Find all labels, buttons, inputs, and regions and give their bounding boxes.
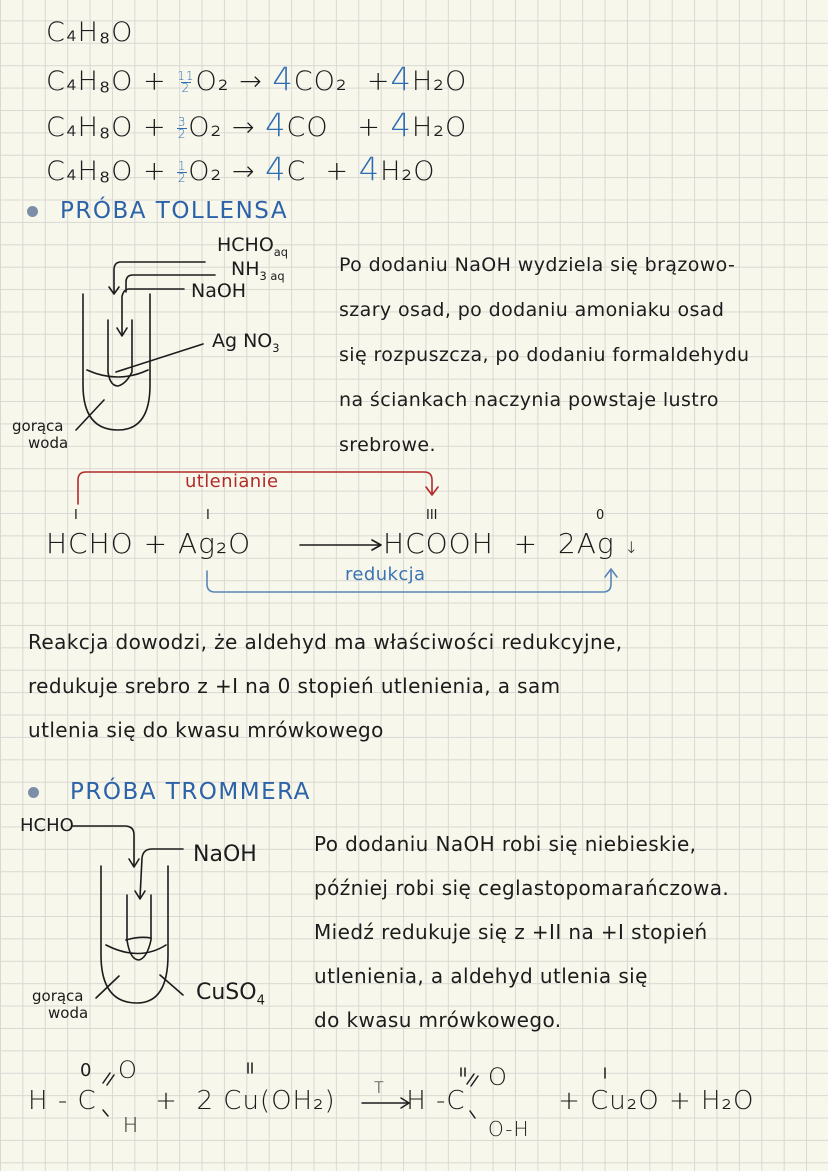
reactant-formaldehyde: HCHO (46, 527, 134, 560)
bullet-icon (28, 787, 39, 798)
acid-oxygen: O (488, 1063, 508, 1091)
oxidation-state: 0 (596, 508, 605, 523)
oxygen: O₂ → (188, 156, 256, 187)
text-line: redukuje srebro z +I na 0 stopień utleni… (28, 674, 561, 698)
tollens-description: Po dodaniu NaOH wydziela się brązowo- sz… (339, 243, 750, 468)
reactant-silver-oxide: Ag₂O (177, 527, 252, 560)
oxidation-label: utlenianie (185, 471, 279, 492)
tollens-conclusion: Reakcja dowodzi, że aldehyd ma właściwoś… (28, 620, 623, 752)
tollens-heading: PRÓBA TOLLENSA (60, 198, 289, 224)
reduction-label: redukcja (345, 564, 426, 585)
text-line: utlenia się do kwasu mrówkowego (28, 718, 384, 742)
aldehyde-oxygen: O (118, 1056, 138, 1084)
label-hcho: HCHO (20, 815, 74, 836)
product: C (286, 156, 307, 187)
copper-hydroxide: 2 Cu(OH₂) (196, 1086, 336, 1116)
plus: + (325, 156, 350, 187)
text-line: utlenienia, a aldehyd utlenia się (314, 964, 648, 988)
water: H₂O (411, 112, 468, 143)
text-line: Reakcja dowodzi, że aldehyd ma właściwoś… (28, 630, 623, 654)
acid-c: C (446, 1086, 466, 1116)
text-line: na ściankach naczynia powstaje lustro (339, 389, 719, 411)
aldehyde-h: H - (28, 1086, 69, 1116)
oxidation-state: III (426, 508, 438, 523)
label-nh3-aq: NH3 aq (231, 258, 285, 283)
acid-hydroxyl: O-H (488, 1117, 530, 1141)
oxygen: O₂ → (188, 112, 256, 143)
plus: + (357, 112, 381, 143)
product-coefficient: 4 (265, 106, 287, 144)
text-line: Miedź redukuje się z +II na +I stopień (314, 920, 708, 944)
formula-c4h8o: C₄H₈O (46, 17, 134, 48)
water: H₂O (701, 1086, 755, 1116)
text-line: Po dodaniu NaOH wydziela się brązowo- (339, 254, 736, 276)
text-line: srebrowe. (339, 434, 436, 456)
product-silver: 2Ag (557, 527, 615, 560)
water-coefficient: 4 (358, 150, 381, 188)
product-formic-acid: HCOOH (383, 527, 494, 560)
text-line: się rozpuszcza, po dodaniu formaldehydu (339, 344, 750, 366)
reactant: C₄H₈O + (46, 156, 167, 187)
product: CO (286, 112, 329, 143)
text-line: Po dodaniu NaOH robi się niebieskie, (314, 832, 697, 856)
reactant: C₄H₈O + (46, 112, 167, 143)
precipitate-arrow-icon: ↓ (624, 538, 639, 557)
label-agno3: Ag NO3 (212, 330, 280, 355)
tollens-reaction-equation: HCHO + Ag₂O HCOOH + 2Ag ↓ (46, 527, 639, 560)
plus: + (366, 66, 391, 97)
label-naoh: NaOH (193, 842, 257, 867)
water: H₂O (380, 156, 436, 187)
aldehyde-hydrogen: H (123, 1113, 140, 1137)
trommer-description: Po dodaniu NaOH robi się niebieskie, póź… (314, 822, 729, 1042)
water-coefficient: 4 (390, 106, 412, 144)
water-coefficient: 4 (390, 60, 412, 98)
oxidation-state: I (206, 508, 210, 523)
trommer-reaction-equation: H - C + 2 Cu(OH₂) H -C + Cu₂O + H₂O (28, 1086, 755, 1116)
label-cuso4: CuSO4 (196, 980, 265, 1009)
oxidation-state: I (74, 508, 78, 523)
oxygen: O₂ → (195, 66, 263, 97)
label-naoh: NaOH (191, 280, 247, 302)
bullet-icon (27, 206, 38, 217)
reaction-condition-temperature: T (374, 1078, 385, 1097)
text-line: później robi się ceglastopomarańczowa. (314, 876, 730, 900)
copper-oxide: Cu₂O (590, 1086, 660, 1116)
product: CO₂ (293, 66, 348, 97)
product-coefficient: 4 (272, 60, 294, 98)
product-coefficient: 4 (265, 150, 287, 188)
aldehyde-c: C (77, 1086, 97, 1116)
label-hcho-aq: HCHOaq (217, 234, 289, 259)
text-line: szary osad, po dodaniu amoniaku osad (339, 299, 725, 321)
text-line: do kwasu mrówkowego. (314, 1008, 562, 1032)
trommer-heading: PRÓBA TROMMERA (70, 779, 311, 805)
reactant: C₄H₈O + (46, 66, 167, 97)
oxidation-state: 0 (80, 1060, 92, 1081)
acid-h: H - (406, 1086, 447, 1116)
water: H₂O (411, 66, 468, 97)
